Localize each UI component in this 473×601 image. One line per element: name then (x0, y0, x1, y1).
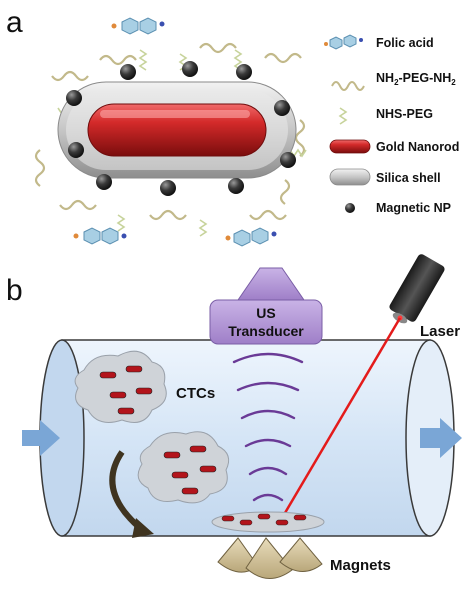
magnetic-nps (66, 61, 296, 196)
legend-silica-shell: Silica shell (329, 168, 441, 186)
peg-chains (34, 42, 306, 221)
legend-magnetic-np-label: Magnetic NP (376, 201, 451, 215)
inflow-arrow (22, 420, 60, 456)
legend-silica-shell-label: Silica shell (376, 171, 441, 185)
legend-nhs-peg: NHS-PEG (338, 107, 433, 125)
captured-cells (211, 511, 325, 533)
legend-folic-acid: Folic acid (324, 34, 434, 50)
flow-arrows (22, 418, 462, 458)
legend: Folic acid NH2-PEG-NH2 NHS-PEG Gold Nano… (324, 34, 459, 215)
capture-arrow (109, 450, 142, 531)
nanoparticle-illustration (34, 17, 307, 247)
legend-peg-amine: NH2-PEG-NH2 (331, 71, 456, 91)
legend-nhs-peg-label: NHS-PEG (376, 107, 433, 121)
outflow-arrow (420, 418, 462, 458)
transducer-label-line1: US (256, 305, 275, 321)
us-transducer: US Transducer (209, 267, 323, 345)
panel-a-label: a (6, 6, 23, 39)
magnets (217, 537, 323, 579)
magnets-label: Magnets (330, 557, 391, 574)
legend-folic-acid-label: Folic acid (376, 36, 434, 50)
ultrasound-waves (232, 352, 304, 502)
panel-b-label: b (6, 274, 23, 307)
legend-gold-nanorod: Gold Nanorod (329, 139, 459, 154)
transducer-label-line2: Transducer (228, 323, 304, 339)
legend-magnetic-np: Magnetic NP (345, 201, 451, 215)
folic-acid-molecules (73, 17, 277, 247)
laser-beam (280, 317, 402, 519)
ctc-cluster-upper (74, 350, 167, 423)
legend-peg-amine-label: NH2-PEG-NH2 (376, 71, 456, 87)
ctcs-label: CTCs (176, 385, 215, 402)
capture-arrow-head (132, 518, 154, 538)
laser-device (389, 254, 445, 324)
legend-gold-nanorod-label: Gold Nanorod (376, 140, 459, 154)
laser-label: Laser (420, 323, 460, 340)
ctc-cluster-lower (137, 431, 230, 504)
